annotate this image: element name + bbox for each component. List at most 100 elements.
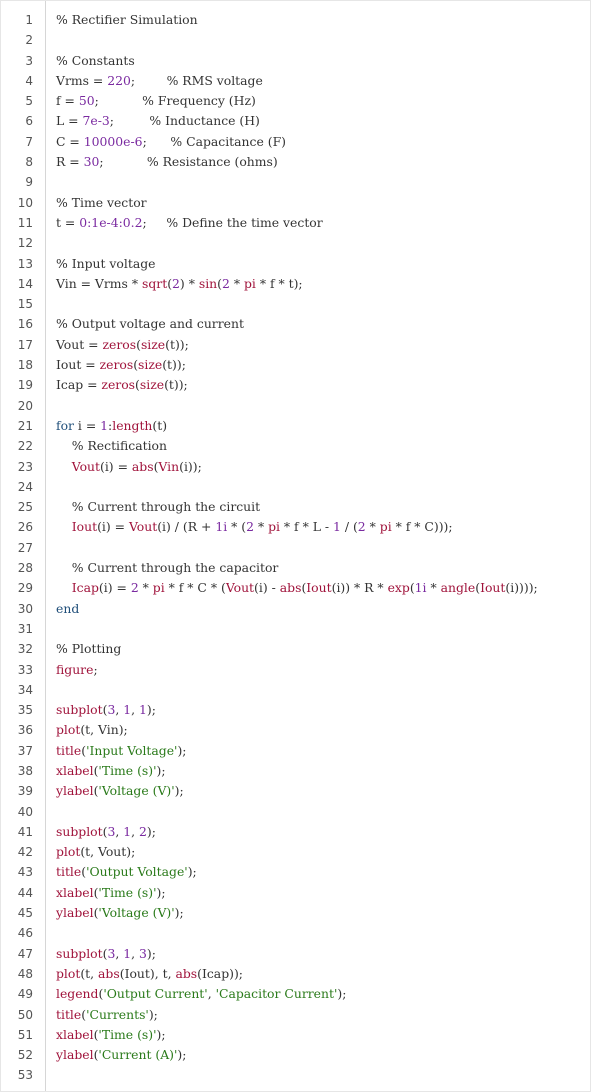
line-content: t = 0:1e-4:0.2; % Define the time vector bbox=[33, 213, 323, 233]
code-line[interactable]: 40 bbox=[1, 802, 590, 822]
number-token: 1 bbox=[333, 519, 341, 535]
function-token: abs bbox=[175, 965, 198, 981]
keyword-token: end bbox=[56, 600, 80, 616]
code-line[interactable]: 15 bbox=[1, 294, 590, 314]
number-token: 2 bbox=[222, 275, 230, 291]
function-token: pi bbox=[379, 519, 392, 535]
code-line[interactable]: 32% Plotting bbox=[1, 639, 590, 659]
code-token: ( bbox=[93, 762, 99, 778]
code-line[interactable]: 29 Icap(i) = 2 * pi * f * C * (Vout(i) -… bbox=[1, 578, 590, 598]
code-token: (Icap)); bbox=[197, 965, 243, 981]
code-line[interactable]: 9 bbox=[1, 172, 590, 192]
code-token: Vout = bbox=[56, 336, 103, 352]
code-line[interactable]: 26 Iout(i) = Vout(i) / (R + 1i * (2 * pi… bbox=[1, 517, 590, 537]
line-content bbox=[33, 1065, 56, 1085]
code-line[interactable]: 24 bbox=[1, 477, 590, 497]
line-number: 46 bbox=[17, 926, 33, 941]
function-token: title bbox=[56, 1006, 82, 1022]
comment-token: % Rectifier Simulation bbox=[56, 12, 198, 27]
code-line[interactable]: 16% Output voltage and current bbox=[1, 314, 590, 334]
code-line[interactable]: 10% Time vector bbox=[1, 193, 590, 213]
code-line[interactable]: 46 bbox=[1, 923, 590, 943]
line-content: % Rectifier Simulation bbox=[33, 10, 198, 30]
line-number: 5 bbox=[25, 94, 33, 109]
line-number: 51 bbox=[17, 1027, 33, 1042]
code-line[interactable]: 53 bbox=[1, 1065, 590, 1085]
function-token: Vout bbox=[128, 519, 158, 535]
line-number: 2 bbox=[25, 33, 33, 48]
comment-token: % Constants bbox=[56, 52, 135, 68]
code-line[interactable]: 2 bbox=[1, 30, 590, 50]
function-token: size bbox=[139, 377, 165, 393]
code-token: , bbox=[115, 945, 124, 961]
number-token: 0:1e-4:0.2 bbox=[79, 214, 143, 230]
function-token: subplot bbox=[56, 702, 103, 718]
line-number: 45 bbox=[17, 906, 33, 921]
number-token: 3 bbox=[107, 702, 116, 718]
code-line[interactable]: 20 bbox=[1, 396, 590, 416]
code-token: ); bbox=[337, 986, 347, 1002]
code-token: ( bbox=[93, 783, 99, 799]
code-line[interactable]: 23 Vout(i) = abs(Vin(i)); bbox=[1, 457, 590, 477]
function-token: abs bbox=[98, 965, 120, 981]
line-content: Vout = zeros(size(t)); bbox=[33, 335, 189, 355]
code-token: (i) = bbox=[100, 458, 132, 474]
code-token: ( bbox=[93, 884, 99, 900]
code-line[interactable]: 3% Constants bbox=[1, 51, 590, 71]
line-number: 16 bbox=[17, 317, 33, 332]
code-line[interactable]: 27 bbox=[1, 538, 590, 558]
code-line[interactable]: 28 % Current through the capacitor bbox=[1, 558, 590, 578]
code-line[interactable]: 25 % Current through the circuit bbox=[1, 497, 590, 517]
code-line[interactable]: 31 bbox=[1, 619, 590, 639]
line-content: subplot(3, 1, 2); bbox=[33, 822, 156, 842]
comment-token: % Rectification bbox=[71, 438, 167, 454]
code-line[interactable]: 34 bbox=[1, 680, 590, 700]
code-token: ; % RMS voltage bbox=[130, 72, 263, 88]
code-token: ( bbox=[81, 864, 87, 880]
code-line[interactable]: 1% Rectifier Simulation bbox=[1, 10, 590, 30]
line-number: 14 bbox=[17, 276, 33, 291]
code-line[interactable]: 12 bbox=[1, 233, 590, 253]
function-token: Vin bbox=[158, 458, 180, 474]
function-token: pi bbox=[152, 580, 165, 596]
code-token: ); bbox=[177, 1047, 187, 1063]
function-token: xlabel bbox=[56, 1026, 94, 1042]
code-line[interactable]: 22 % Rectification bbox=[1, 436, 590, 456]
line-content: title('Input Voltage'); bbox=[33, 741, 186, 761]
code-line[interactable]: 13% Input voltage bbox=[1, 254, 590, 274]
code-token: * bbox=[365, 519, 380, 535]
code-token bbox=[56, 499, 72, 514]
line-content: for i = 1:length(t) bbox=[33, 416, 167, 436]
